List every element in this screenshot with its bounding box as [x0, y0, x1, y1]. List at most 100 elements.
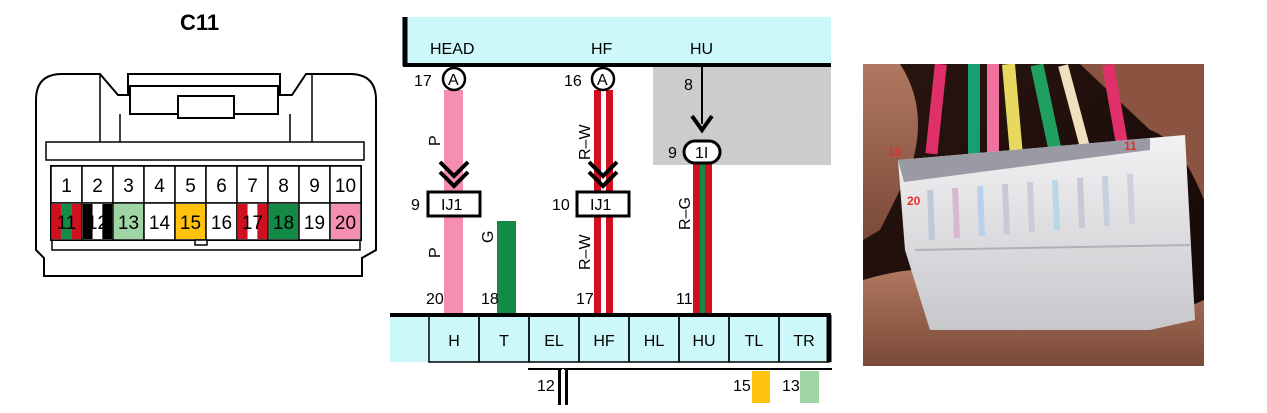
- pin15-yellow-wire: [752, 371, 770, 403]
- pin-label-top: 10: [335, 176, 356, 197]
- pin-label-bottom: 18: [273, 213, 294, 234]
- pin-wire-stripe: [83, 204, 93, 239]
- switch-terminal-label: EL: [544, 333, 564, 350]
- pin-label-top: 7: [247, 176, 258, 197]
- photo-wire-3: [987, 64, 999, 159]
- hu-arrow: [690, 114, 714, 134]
- hu-pin-top: 8: [684, 77, 693, 94]
- switch-terminal-label: HL: [644, 333, 665, 350]
- hf-circle-label: A: [597, 72, 608, 89]
- head-color-bottom: P: [427, 247, 444, 258]
- pin-cell-top: [236, 165, 269, 204]
- pin-wire-stripe: [238, 204, 248, 239]
- pin-wire-stripe: [61, 204, 72, 239]
- switch-terminal-label: H: [448, 333, 460, 350]
- header-hf: HF: [591, 41, 613, 58]
- photo-plug-seam: [914, 244, 1191, 251]
- hu-color: R–G: [677, 197, 694, 230]
- pin-wire-color: [331, 204, 360, 239]
- header-head: HEAD: [430, 41, 474, 58]
- head-junction-pin: 9: [411, 197, 420, 214]
- pin-grid-key: [194, 239, 208, 246]
- hf-chevron-1: [587, 160, 619, 179]
- hf-color-top: R–W: [577, 124, 594, 160]
- switch-terminal-cell: [778, 315, 830, 363]
- pin-label-top: 9: [309, 176, 320, 197]
- pin-label-top: 6: [216, 176, 227, 197]
- hf-connector-circle: [590, 66, 616, 92]
- pin-wire-stripe: [247, 204, 258, 239]
- head-pin-top: 17: [414, 73, 432, 90]
- connector-photo: 10 11 20: [863, 64, 1204, 366]
- head-chevron-2: [438, 170, 470, 189]
- schematic: HEAD HF HU A 17 P IJ1 9 P 20 G 18 A 16 R…: [390, 17, 832, 405]
- pin-label-top: 8: [278, 176, 289, 197]
- pin-cell-top: [298, 165, 331, 204]
- photo-wire-4: [1002, 64, 1023, 157]
- t-pin-bottom: 18: [481, 291, 499, 308]
- pin-wire-color: [114, 204, 143, 239]
- connector-title: C11: [180, 10, 219, 35]
- head-junction-label: IJ1: [441, 197, 462, 214]
- below-pin-13: 13: [782, 378, 800, 395]
- hf-chevron-2: [587, 170, 619, 189]
- switch-bar: [390, 316, 829, 362]
- photo-label-20: 20: [907, 194, 921, 208]
- photo-wire-1: [925, 64, 947, 155]
- pin-label-top: 4: [154, 176, 165, 197]
- head-circle-label: A: [448, 72, 459, 89]
- photo-wire-2: [968, 64, 980, 159]
- photo-wire-7: [1102, 64, 1130, 153]
- hu-junction-oval: [682, 139, 722, 165]
- connector-rib: [45, 141, 365, 161]
- pin-wire-stripe: [71, 204, 81, 239]
- photo-label-11: 11: [1124, 139, 1137, 153]
- hf-color-bottom: R–W: [577, 234, 594, 270]
- wire-hu-stripe: [700, 161, 705, 316]
- pin-label-bottom: 17: [242, 213, 263, 234]
- photo-wire-5: [1030, 64, 1063, 157]
- switch-terminal-label: TL: [745, 333, 764, 350]
- header-hu: HU: [690, 41, 713, 58]
- head-color-top: P: [427, 135, 444, 146]
- head-connector-circle: [441, 66, 467, 92]
- pin-cell-top: [267, 165, 300, 204]
- switch-terminal-label: HF: [593, 333, 615, 350]
- hf-junction-pin: 10: [552, 197, 570, 214]
- photo-finger-right: [1080, 64, 1204, 200]
- below-pin-15: 15: [733, 378, 751, 395]
- hu-junction-pin: 9: [668, 145, 677, 162]
- pin-cell-bottom: [143, 202, 176, 241]
- pin-wire-stripe: [257, 204, 267, 239]
- photo-wire-6: [1058, 64, 1092, 154]
- switch-terminal-label: T: [499, 333, 509, 350]
- wire-t-green: [497, 221, 516, 316]
- pin-label-top: 3: [123, 176, 134, 197]
- photo-pin-ribs: [927, 173, 1135, 241]
- pin-label-bottom: 13: [118, 213, 139, 234]
- hf-pin-top: 16: [564, 73, 582, 90]
- ecu-panel: [402, 17, 831, 65]
- switch-terminal-label: HU: [692, 333, 715, 350]
- pin-wire-stripe: [102, 204, 112, 239]
- pin-wire-stripe: [52, 204, 62, 239]
- photo-plug-top-rim: [898, 138, 1150, 182]
- pin-wire-color: [269, 204, 298, 239]
- head-junction-box: [426, 190, 482, 218]
- t-color: G: [480, 231, 497, 243]
- pin-label-top: 5: [185, 176, 196, 197]
- photo-plug-body: [898, 135, 1195, 330]
- pin-wire-stripe: [92, 204, 103, 239]
- pin-label-bottom: 19: [304, 213, 325, 234]
- hf-junction-box: [575, 190, 631, 218]
- pin-cell-top: [112, 165, 145, 204]
- hf-junction-label: IJ1: [590, 197, 611, 214]
- pin-label-bottom: 16: [211, 213, 232, 234]
- pin13-lightgreen-wire: [800, 371, 819, 403]
- below-pin-12: 12: [537, 378, 555, 395]
- pin-label-bottom: 12: [87, 213, 108, 234]
